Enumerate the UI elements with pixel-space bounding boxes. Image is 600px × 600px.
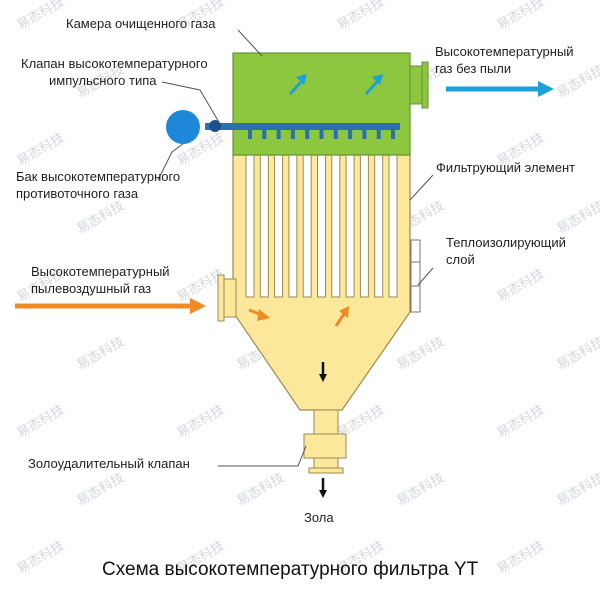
ash-valve-neck bbox=[313, 409, 339, 435]
blow-pipe bbox=[205, 123, 400, 130]
filter-tube bbox=[331, 154, 341, 298]
label-clean-gas-chamber: Камера очищенного газа bbox=[66, 16, 216, 31]
watermark-text: 易态科技 bbox=[15, 402, 68, 441]
watermark-text: 易态科技 bbox=[75, 198, 128, 237]
watermark-text: 易态科技 bbox=[555, 198, 600, 237]
nozzle bbox=[362, 130, 367, 139]
watermark-text: 易态科技 bbox=[235, 470, 288, 509]
filter-elements bbox=[245, 154, 398, 298]
label-counterflow-tank: Бак высокотемпературного противоточного … bbox=[16, 169, 184, 201]
watermark-text: 易态科技 bbox=[495, 538, 548, 577]
leader-lines bbox=[157, 29, 434, 467]
labels: Камера очищенного газа Клапан высокотемп… bbox=[16, 16, 577, 580]
filter-tube bbox=[245, 154, 255, 298]
label-ash: Зола bbox=[304, 510, 334, 525]
clean-flow-arrow-2 bbox=[364, 80, 379, 96]
clean-gas-chamber bbox=[232, 52, 411, 156]
nozzle bbox=[348, 130, 353, 139]
blow-pipe-nozzles bbox=[248, 130, 395, 139]
nozzle bbox=[305, 130, 310, 139]
filter-tube bbox=[288, 154, 298, 298]
nozzle bbox=[248, 130, 252, 139]
watermark-text: 易态科技 bbox=[395, 334, 448, 373]
diagram-title: Схема высокотемпературного фильтра YT bbox=[102, 559, 479, 580]
label-filter-element: Фильтрующий элемент bbox=[436, 160, 575, 175]
watermark-text: 易态科技 bbox=[495, 402, 548, 441]
label-pulse-valve: Клапан высокотемпературного импульсного … bbox=[21, 56, 211, 88]
watermark-text: 易态科技 bbox=[15, 130, 68, 169]
nozzle bbox=[290, 130, 295, 139]
filter-tube bbox=[374, 154, 384, 298]
insulation-layer bbox=[410, 239, 421, 313]
filter-tube bbox=[359, 154, 369, 298]
nozzle bbox=[333, 130, 338, 139]
clean-flow-arrow-1 bbox=[288, 80, 303, 96]
watermark-text: 易态科技 bbox=[15, 538, 68, 577]
watermark-text: 易态科技 bbox=[75, 334, 128, 373]
pulse-valve bbox=[209, 120, 221, 132]
ash-valve-body bbox=[303, 433, 347, 459]
label-clean-gas-outlet: Высокотемпературный газ без пыли bbox=[435, 44, 577, 76]
filter-tube bbox=[317, 154, 326, 298]
filter-tube bbox=[274, 154, 284, 298]
ash-valve-flange bbox=[308, 467, 344, 474]
inlet-flange bbox=[217, 274, 225, 322]
nozzle bbox=[319, 130, 324, 139]
label-ash-valve: Золоудалительный клапан bbox=[28, 456, 190, 471]
watermark-text: 易态科技 bbox=[75, 470, 128, 509]
counterflow-gas-tank bbox=[166, 110, 200, 144]
watermark-text: 易态科技 bbox=[495, 266, 548, 305]
filter-tube bbox=[302, 154, 312, 298]
filter-vessel bbox=[166, 52, 429, 474]
filter-tube bbox=[345, 154, 355, 298]
dirty-flow-arrow-2 bbox=[334, 313, 346, 327]
nozzle bbox=[276, 130, 281, 139]
label-dusty-gas: Высокотемпературный пылевоздушный газ bbox=[31, 264, 173, 296]
watermark-text: 易态科技 bbox=[555, 470, 600, 509]
nozzle bbox=[376, 130, 381, 139]
flow-arrows bbox=[15, 74, 554, 498]
nozzle bbox=[262, 130, 267, 139]
watermark-text: 易态科技 bbox=[15, 0, 68, 33]
filter-tube bbox=[388, 154, 398, 298]
watermark-text: 易态科技 bbox=[395, 470, 448, 509]
watermark-text: 易态科技 bbox=[335, 0, 388, 33]
outlet-flange bbox=[421, 61, 429, 109]
nozzle bbox=[391, 130, 395, 139]
watermark-text: 易态科技 bbox=[175, 402, 228, 441]
watermark-text: 易态科技 bbox=[555, 62, 600, 101]
watermark-text: 易态科技 bbox=[555, 334, 600, 373]
label-insulation-layer: Теплоизолирующий слой bbox=[446, 235, 570, 267]
filter-tube bbox=[259, 154, 269, 298]
watermark-text: 易态科技 bbox=[495, 0, 548, 33]
